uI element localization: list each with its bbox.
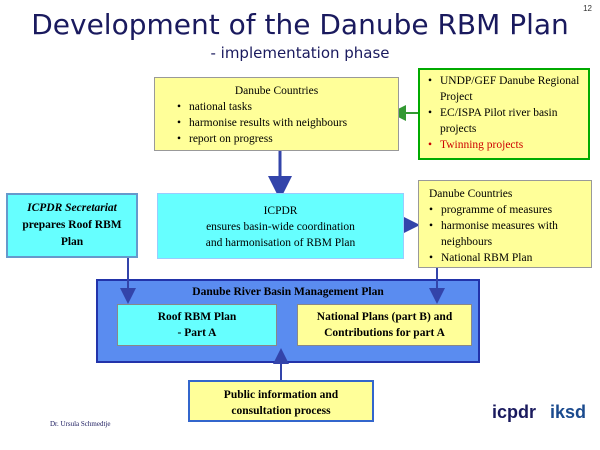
secretariat-task: prepares Roof RBM Plan	[22, 219, 122, 248]
roof-rbm-plan-box: Roof RBM Plan - Part A	[117, 304, 277, 346]
icpdr-line1: ensures basin-wide coordination	[206, 221, 355, 233]
list-item: EC/ISPA Pilot river basin projects	[428, 105, 584, 137]
part-b-line1: National Plans (part B) and	[316, 311, 453, 323]
danube-countries-right-heading: Danube Countries	[429, 188, 513, 200]
undp-projects-box: UNDP/GEF Danube Regional Project EC/ISPA…	[418, 68, 590, 160]
list-item: harmonise measures with neighbours	[429, 218, 587, 250]
iksd-logo: iksd	[550, 402, 587, 422]
danube-countries-top-heading: Danube Countries	[234, 85, 319, 97]
public-information-box: Public information and consultation proc…	[188, 380, 374, 422]
list-item: National RBM Plan	[429, 250, 587, 266]
icpdr-box: ICPDR ensures basin-wide coordination an…	[157, 193, 404, 259]
page-title: Development of the Danube RBM Plan	[31, 8, 569, 41]
public-line1: Public information and	[223, 389, 339, 401]
icpdr-logo: icpdr	[492, 402, 537, 422]
part-a-line2: - Part A	[177, 327, 217, 339]
list-item: Twinning projects	[428, 137, 584, 153]
plan-heading: Danube River Basin Management Plan	[192, 286, 384, 298]
footer-author: Dr. Ursula Schmedtje	[50, 420, 111, 428]
list-item: national tasks	[177, 99, 398, 115]
danube-countries-right-box: Danube Countries programme of measures h…	[418, 180, 592, 268]
part-a-line1: Roof RBM Plan	[157, 311, 237, 323]
page-number: 12	[583, 4, 592, 13]
list-item: harmonise results with neighbours	[177, 115, 398, 131]
list-item: programme of measures	[429, 202, 587, 218]
page-subtitle: - implementation phase	[210, 44, 390, 62]
icpdr-secretariat-box: ICPDR Secretariat prepares Roof RBM Plan	[6, 193, 138, 258]
part-b-line2: Contributions for part A	[324, 327, 445, 339]
danube-countries-top-box: Danube Countries national tasks harmonis…	[154, 77, 399, 151]
secretariat-title: ICPDR Secretariat	[27, 202, 117, 214]
national-plans-box: National Plans (part B) and Contribution…	[297, 304, 472, 346]
public-line2: consultation process	[231, 405, 331, 417]
list-item: UNDP/GEF Danube Regional Project	[428, 73, 584, 105]
icpdr-heading: ICPDR	[263, 205, 298, 217]
icpdr-line2: and harmonisation of RBM Plan	[205, 237, 356, 249]
list-item: report on progress	[177, 131, 398, 147]
